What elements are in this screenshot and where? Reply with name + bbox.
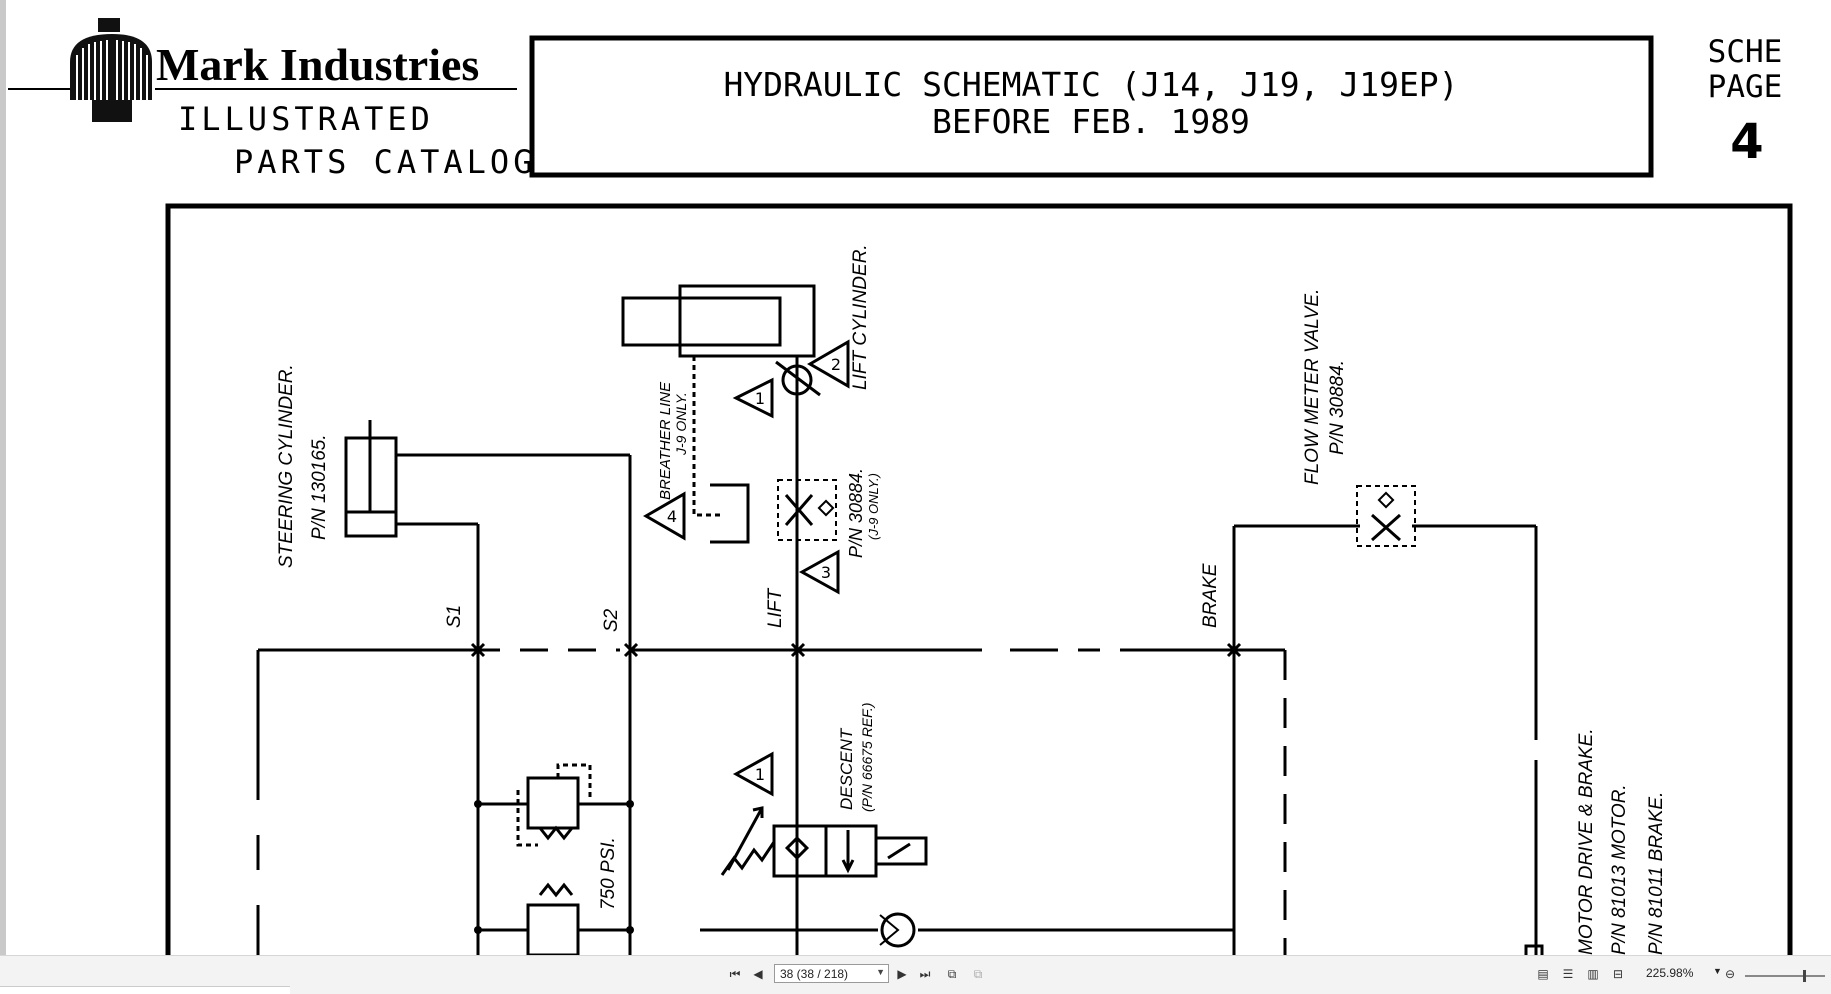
chevron-down-icon[interactable]: ▼ [876,967,885,977]
lift-pn-note: (J-9 ONLY.) [866,473,881,540]
descent-label: DESCENT [837,727,856,810]
continuous-view-icon[interactable]: ☰ [1562,967,1574,981]
note-triangles [643,339,850,797]
last-page-icon[interactable]: ⏭ [919,966,931,981]
triangle-note-4: 4 [667,507,677,526]
zoom-dropdown-icon[interactable]: ▼ [1713,966,1722,976]
split-view-icon[interactable]: ⊟ [1612,967,1624,981]
zoom-slider-thumb[interactable] [1803,970,1806,982]
document-viewport[interactable]: Mark Industries ILLUSTRATED PARTS CATALO… [0,0,1831,955]
s1-label: S1 [444,605,465,628]
descent-valve [700,806,1235,932]
relief-valve-nodes [474,800,634,934]
previous-page-icon[interactable]: ◀ [753,967,763,981]
brand-name: Mark Industries [156,39,479,90]
mark-industries-logo: Mark Industries [8,18,517,122]
breather-note-label: J-9 ONLY. [673,392,689,456]
zoom-level[interactable]: 225.98% [1646,966,1694,980]
flow-meter-label: FLOW METER VALVE. [1302,289,1323,485]
brake-label: BRAKE [1200,563,1221,628]
open-document-icon[interactable]: ⧉ [947,966,957,981]
lift-check-valve [775,360,821,397]
triangle-note-2: 2 [831,355,841,374]
motor-symbol [1524,944,1544,955]
breather-line-label: BREATHER LINE [657,381,674,500]
triangle-note-3: 3 [821,563,831,582]
next-page-icon[interactable]: ▶ [897,967,907,981]
triangle-note-1b: 1 [755,765,765,784]
lift-label: LIFT [765,588,786,628]
motor-drive-label: MOTOR DRIVE & BRAKE. [1576,728,1597,955]
pressure-line [256,648,1287,955]
schematic-subtitle: BEFORE FEB. 1989 [932,102,1250,141]
catalog-line1: ILLUSTRATED [178,100,434,138]
flow-meter-valve [1356,485,1416,547]
lift-cylinder-label: LIFT CYLINDER. [850,244,871,390]
bottom-tab-strip [0,986,290,994]
zoom-slider[interactable] [1745,970,1825,982]
triangle-note-1: 1 [755,389,765,408]
lift-flow-valve [777,479,837,541]
page-number-field[interactable]: 38 (38 / 218) ▼ [774,964,889,983]
motor-pn-label: P/N 81013 MOTOR. [1609,784,1630,955]
drawing-frame [165,203,1793,955]
page-number-value: 38 (38 / 218) [780,966,849,981]
steering-pn-label: P/N 130165. [309,434,330,540]
single-page-view-icon[interactable]: ▤ [1537,967,1549,981]
page-number: 4 [1730,114,1763,170]
descent-check-valve [879,912,916,948]
lift-pn-label: P/N 30884. [846,468,866,558]
copy-page-icon[interactable]: ⧉ [973,966,983,981]
relief-valve-assembly [478,763,630,955]
title-box [529,35,1654,178]
viewer-status-bar: ⏮ ◀ 38 (38 / 218) ▼ ▶ ⏭ ⧉ ⧉ ▤ ☰ ▥ ⊟ 225.… [0,955,1831,994]
left-scroll-edge [0,0,6,955]
two-page-view-icon[interactable]: ▥ [1587,967,1599,981]
psi-label: 750 PSI. [598,837,619,910]
schematic-page: Mark Industries ILLUSTRATED PARTS CATALO… [8,18,1793,955]
flow-meter-pn-label: P/N 30884. [1327,360,1348,455]
schematic-title: HYDRAULIC SCHEMATIC (J14, J19, J19EP) [723,65,1458,104]
steering-cylinder-label: STEERING CYLINDER. [276,364,297,568]
sche-label: SCHE [1708,34,1783,70]
steering-cylinder [344,420,632,955]
page-label: PAGE [1708,69,1783,105]
descent-ref-label: (P/N 66675 REF.) [859,703,875,812]
zoom-out-icon[interactable]: ⊖ [1724,967,1736,981]
lift-cylinder [621,284,816,955]
catalog-line2: PARTS CATALOG [234,143,536,181]
first-page-icon[interactable]: ⏮ [729,966,741,981]
brake-pn-label: P/N 81011 BRAKE. [1646,792,1667,955]
brake-line [1232,524,1538,955]
s2-label: S2 [601,608,622,632]
